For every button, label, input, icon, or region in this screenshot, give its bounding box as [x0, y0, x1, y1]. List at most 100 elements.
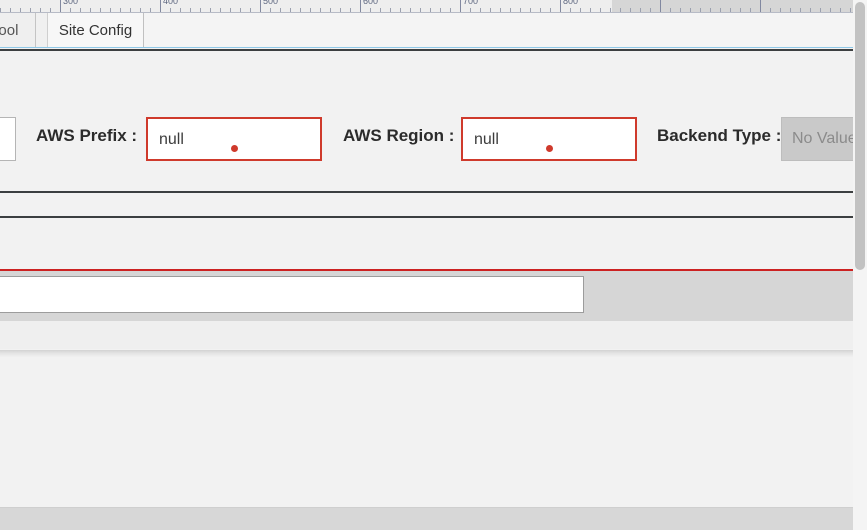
ruler-tick-minor [90, 8, 91, 12]
ruler-tick-minor [130, 8, 131, 12]
ruler-tick-minor [840, 8, 841, 12]
backend-type-label: Backend Type : [657, 126, 782, 145]
ruler-tick-minor [200, 8, 201, 12]
ruler-tick-minor [820, 8, 821, 12]
ruler-label: 600 [363, 0, 379, 6]
ruler-tick-minor [810, 8, 811, 12]
ruler-tick-minor [100, 8, 101, 12]
content-panel: AWS Prefix : null AWS Region : null Back… [0, 49, 867, 350]
ruler-tick-major [260, 0, 261, 12]
ruler-tick-minor [640, 8, 641, 12]
ruler-tick-minor [270, 8, 271, 12]
ruler-tick-minor [30, 8, 31, 12]
ruler-tick-minor [700, 8, 701, 12]
ruler-tick-minor [540, 8, 541, 12]
tab-query-tool[interactable]: y Tool [0, 13, 36, 47]
ruler-tick-minor [250, 8, 251, 12]
aws-prefix-label: AWS Prefix : [36, 126, 138, 145]
ruler-tick-major [60, 0, 61, 12]
ruler-tick-minor [450, 8, 451, 12]
ruler-tick-minor [340, 8, 341, 12]
ruler-tick-minor [620, 8, 621, 12]
ruler-tick-minor [20, 8, 21, 12]
error-divider [0, 269, 853, 271]
ruler-tick-minor [140, 8, 141, 12]
ruler-tick-minor [210, 8, 211, 12]
ruler-tick-minor [430, 8, 431, 12]
tab-site-config-label: Site Config [58, 21, 133, 39]
content-top-divider [0, 49, 853, 51]
ruler-tick-minor [80, 8, 81, 12]
ruler-tick-minor [580, 8, 581, 12]
aws-region-input[interactable]: null [461, 117, 637, 161]
ruler-tick-minor [290, 8, 291, 12]
ruler-tick-minor [650, 8, 651, 12]
ruler-tick-minor [70, 8, 71, 12]
ruler-tick-minor [610, 8, 611, 12]
tab-query-tool-label: y Tool [0, 21, 19, 39]
vertical-scrollbar-thumb[interactable] [855, 2, 865, 270]
ruler-tick-minor [230, 8, 231, 12]
ruler-tick-minor [50, 8, 51, 12]
panel-drop-shadow [0, 350, 867, 357]
ruler-tick-minor [790, 8, 791, 12]
aws-region-label: AWS Region : [343, 126, 455, 145]
ruler-tick-minor [690, 8, 691, 12]
ruler-tick-major [660, 0, 661, 12]
tab-strip-filler [144, 13, 867, 47]
ruler-tick-minor [670, 8, 671, 12]
ruler-tick-minor [530, 8, 531, 12]
ruler-tick-minor [480, 8, 481, 12]
ruler-tick-minor [830, 8, 831, 12]
ruler-tick-minor [300, 8, 301, 12]
ruler-tick-minor [730, 8, 731, 12]
ruler-label: 400 [163, 0, 179, 6]
ruler-inactive-region [612, 0, 867, 13]
aws-prefix-required-dot [231, 145, 238, 152]
ruler-tick-minor [180, 8, 181, 12]
backend-type-value: No Value [792, 130, 857, 147]
ruler-tick-minor [570, 8, 571, 12]
ruler-label: 700 [463, 0, 479, 6]
ruler-tick-minor [330, 8, 331, 12]
ruler-tick-minor [420, 8, 421, 12]
lower-empty-area [0, 357, 867, 507]
aws-prefix-input[interactable]: null [146, 117, 322, 161]
ruler-tick-minor [170, 8, 171, 12]
clipped-text-input[interactable] [0, 117, 16, 161]
ruler-tick-minor [780, 8, 781, 12]
ruler-tick-minor [550, 8, 551, 12]
tab-site-config[interactable]: Site Config [47, 13, 144, 47]
ruler-tick-minor [40, 8, 41, 12]
ruler-tick-minor [520, 8, 521, 12]
ruler-tick-minor [740, 8, 741, 12]
section-divider-upper [0, 191, 853, 193]
ruler-tick-minor [720, 8, 721, 12]
ruler-tick-minor [710, 8, 711, 12]
search-input[interactable] [0, 276, 584, 313]
ruler-tick-minor [850, 8, 851, 12]
ruler-tick-minor [490, 8, 491, 12]
ruler-tick-minor [280, 8, 281, 12]
section-divider-lower [0, 216, 853, 218]
ruler-tick-minor [470, 8, 471, 12]
backend-type-select[interactable]: No Value [781, 117, 867, 161]
ruler-tick-minor [410, 8, 411, 12]
ruler-tick-minor [770, 8, 771, 12]
ruler-tick-minor [220, 8, 221, 12]
ruler-tick-minor [590, 8, 591, 12]
ruler-label: 300 [63, 0, 79, 6]
ruler-label: 800 [563, 0, 579, 6]
config-form-row: AWS Prefix : null AWS Region : null Back… [0, 109, 867, 171]
ruler-tick-minor [750, 8, 751, 12]
footer-bar [0, 508, 867, 530]
ruler-tick-minor [10, 8, 11, 12]
ruler-tick-minor [120, 8, 121, 12]
content-bottom-filler [0, 321, 853, 349]
ruler-baseline [0, 12, 867, 13]
ruler-tick-minor [510, 8, 511, 12]
ruler-tick-minor [110, 8, 111, 12]
vertical-scrollbar[interactable] [853, 0, 867, 530]
